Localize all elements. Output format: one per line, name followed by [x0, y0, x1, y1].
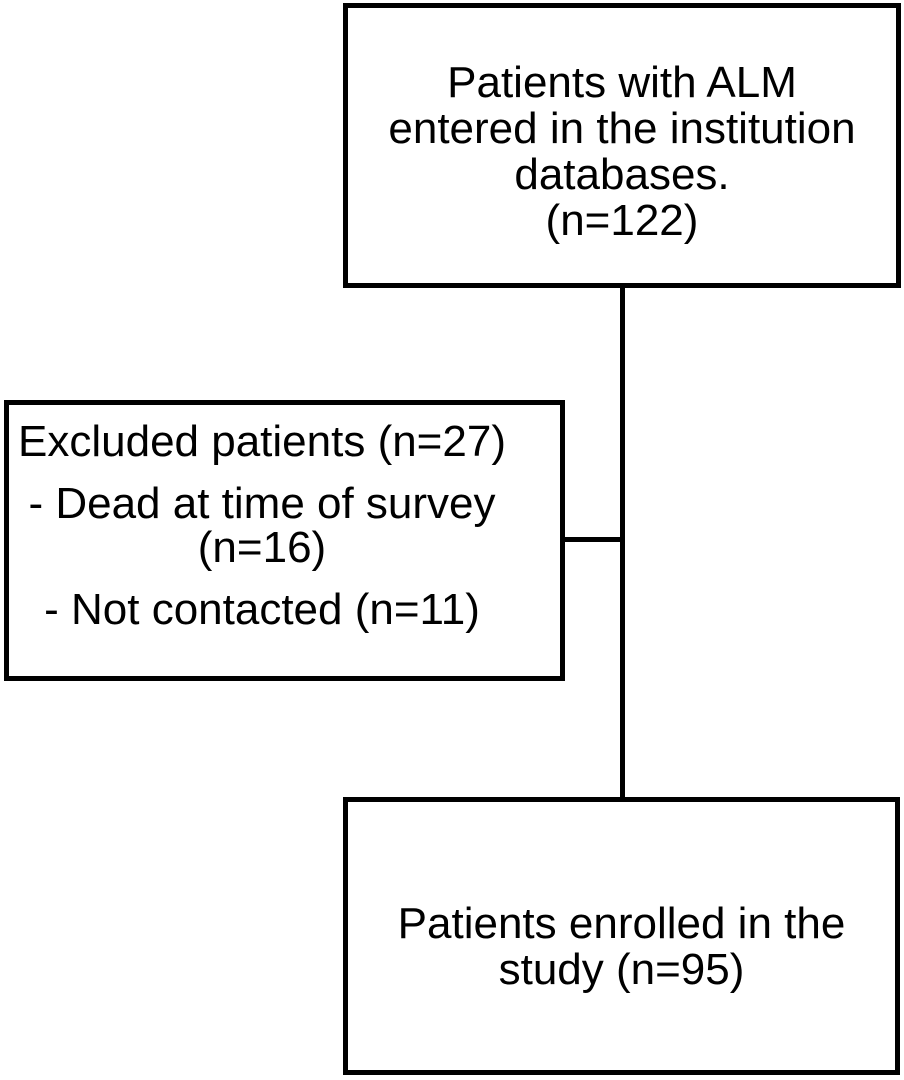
box-enrolled-line: Patients enrolled in the	[397, 898, 846, 948]
box-source-count: (n=122)	[545, 196, 699, 246]
box-enrolled-count: study (n=95)	[498, 945, 745, 994]
box-source-line: databases.	[514, 150, 730, 199]
connector-vertical-line	[620, 286, 625, 797]
box-excluded-header: Excluded patients (n=27)	[18, 416, 506, 466]
box-patients-enrolled: Patients enrolled in the study (n=95)	[343, 797, 900, 1075]
box-excluded-item-not-contacted: - Not contacted (n=11)	[44, 584, 480, 634]
box-excluded-patients: Excluded patients (n=27) - Dead at time …	[4, 400, 565, 681]
box-excluded-item-dead: - Dead at time of survey	[28, 478, 496, 528]
box-source-line: entered in the institution	[388, 103, 856, 153]
connector-horizontal-line	[565, 537, 622, 542]
box-excluded-item-dead-count: (n=16)	[197, 522, 327, 572]
box-patients-with-alm: Patients with ALM entered in the institu…	[343, 3, 901, 288]
box-source-line: Patients with ALM	[447, 57, 797, 107]
